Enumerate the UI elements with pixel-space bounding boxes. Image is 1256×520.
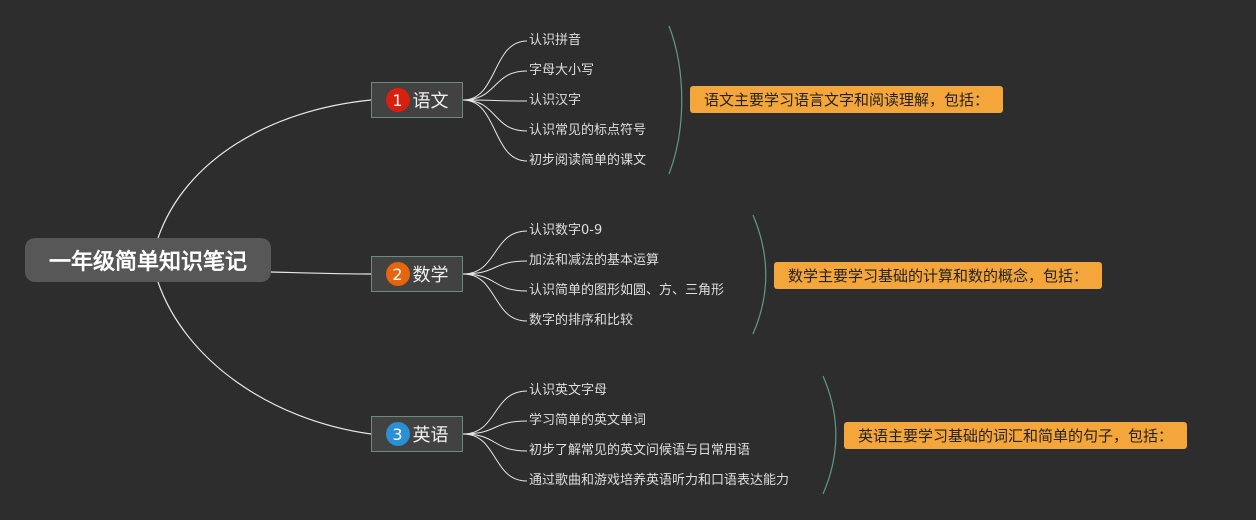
number-badge-icon: 3	[385, 422, 410, 446]
leaf-topic[interactable]: 认识数字0-9	[529, 223, 603, 238]
number-badge-icon: 1	[385, 88, 410, 112]
leaf-connectors-english	[462, 390, 528, 482]
summary-bracket-chinese	[668, 25, 683, 175]
leaf-topic[interactable]: 认识常见的标点符号	[529, 123, 647, 138]
leaf-topic[interactable]: 学习简单的英文单词	[529, 413, 647, 428]
root-connector-english	[157, 281, 372, 435]
branch-label: 语文	[412, 91, 449, 112]
summary-bracket-math	[752, 214, 767, 335]
branch-label: 英语	[412, 425, 449, 446]
branch-topic-math[interactable]: 2 数学	[371, 256, 463, 292]
branch-topic-english[interactable]: 3 英语	[371, 416, 463, 452]
leaf-topic[interactable]: 字母大小写	[529, 63, 595, 78]
summary-note-chinese[interactable]: 语文主要学习语言文字和阅读理解，包括：	[690, 86, 1004, 113]
leaf-connectors-math	[462, 230, 528, 322]
leaf-topic[interactable]: 加法和减法的基本运算	[529, 253, 660, 268]
leaf-connectors-chinese	[462, 40, 528, 162]
root-connector-chinese	[157, 99, 372, 239]
leaf-topic[interactable]: 通过歌曲和游戏培养英语听力和口语表达能力	[529, 473, 790, 488]
leaf-topic[interactable]: 认识拼音	[529, 33, 582, 48]
leaf-topic[interactable]: 认识英文字母	[529, 383, 608, 398]
leaf-topic[interactable]: 初步了解常见的英文问候语与日常用语	[529, 443, 751, 458]
leaf-topic[interactable]: 数字的排序和比较	[529, 313, 634, 328]
root-topic-label: 一年级简单知识笔记	[48, 250, 247, 275]
number-badge-icon: 2	[385, 262, 410, 286]
branch-label: 数学	[412, 265, 449, 286]
root-connector-math	[270, 271, 372, 275]
leaf-topic[interactable]: 认识简单的图形如圆、方、三角形	[529, 283, 725, 298]
branch-topic-chinese[interactable]: 1 语文	[371, 82, 463, 118]
summary-note-math[interactable]: 数学主要学习基础的计算和数的概念，包括：	[774, 262, 1103, 289]
leaf-topic[interactable]: 认识汉字	[529, 93, 582, 108]
leaf-topic[interactable]: 初步阅读简单的课文	[529, 153, 647, 168]
root-topic[interactable]: 一年级简单知识笔记	[25, 238, 271, 282]
summary-note-english[interactable]: 英语主要学习基础的词汇和简单的句子，包括：	[844, 422, 1188, 449]
summary-bracket-english	[822, 375, 837, 495]
